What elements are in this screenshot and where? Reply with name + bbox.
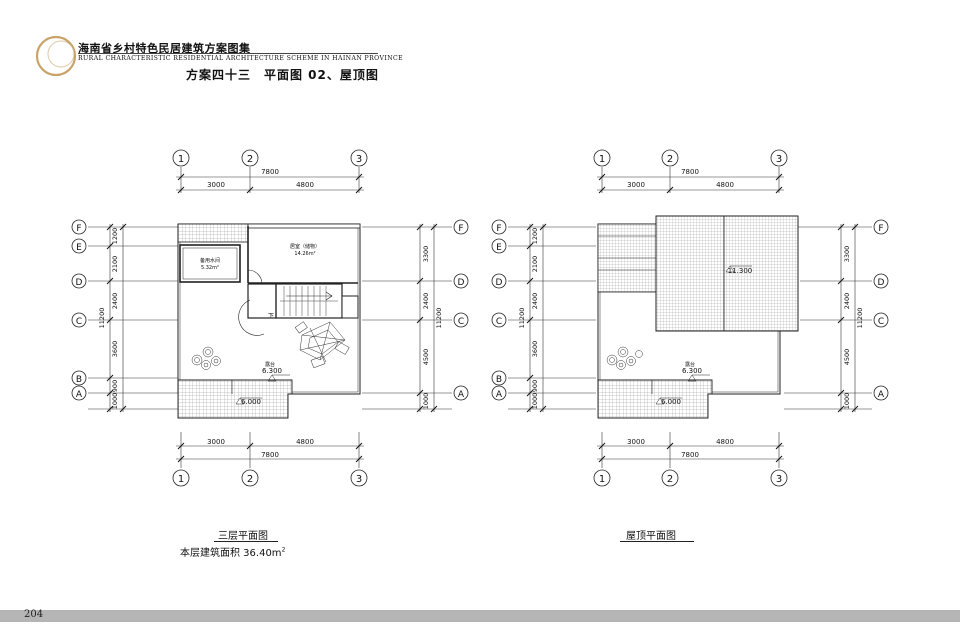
axis-label-row: F [76,224,81,234]
axis-label-col: 2 [667,154,673,165]
dim-left: 2400 [111,293,119,310]
axis-label-col: 2 [247,474,253,485]
axis-label-row: F [458,224,463,234]
axis-label-col: 3 [776,154,782,165]
stair-label: 下 [268,313,274,320]
level-mark: 11.300 [728,267,753,275]
axis-label-row: C [458,317,464,327]
level-mark: 6.000 [661,398,681,406]
dim-total: 7800 [681,451,699,459]
level-mark: 6.300 [682,367,702,375]
dim-part: 3000 [627,438,645,446]
level-mark: 6.000 [241,398,261,406]
axis-label-row: F [496,224,501,234]
series-title: 海南省乡村特色民居建筑方案图集 [78,42,251,55]
dim-left: 1000 [531,393,539,410]
dim-left-total: 11200 [518,308,526,329]
dim-right: 3300 [422,246,430,263]
dim-left-total: 11200 [98,308,106,329]
axis-label-row: D [458,278,465,288]
axis-label-col: 2 [667,474,673,485]
axis-label-row: D [878,278,885,288]
axis-label-col: 3 [356,154,362,165]
axis-label-row: A [878,390,885,400]
axis-label-row: D [496,278,503,288]
caption-underline [214,541,278,542]
caption-underline [620,541,694,542]
room-area: 14.26m² [294,251,315,257]
dim-left: 900 [111,380,119,392]
axis-label-row: A [458,390,465,400]
dim-right: 4500 [422,349,430,366]
axis-label-col: 1 [599,154,605,165]
axis-label-row: C [76,317,82,327]
room-name: 露台 [265,361,275,368]
dim-part: 4800 [296,181,314,189]
axis-label-row: A [76,390,83,400]
dim-right-total: 11200 [435,308,443,329]
dim-right: 1000 [843,393,851,410]
floor-area-unit-sup: 2 [281,546,286,554]
floor-area-value: 本层建筑面积 36.40m [180,548,282,559]
third-floor-caption: 三层平面图 [218,531,268,542]
roof-plan [491,149,889,487]
axis-label-col: 3 [356,474,362,485]
roof-plan-caption: 屋顶平面图 [626,531,676,542]
axis-label-row: F [878,224,883,234]
axis-label-row: E [496,243,502,253]
dim-part: 4800 [716,181,734,189]
dim-right: 1000 [422,393,430,410]
axis-label-row: D [76,278,83,288]
room-name: 露台 [685,361,695,368]
dim-part: 4800 [296,438,314,446]
page-number: 204 [24,609,44,620]
dim-left: 2400 [531,293,539,310]
dim-left: 1200 [531,228,539,245]
axis-label-row: A [496,390,503,400]
axis-label-col: 1 [599,474,605,485]
dim-left: 3600 [111,341,119,358]
dim-left: 2100 [111,256,119,273]
header: 海南省乡村特色民居建筑方案图集 RURAL CHARACTERISTIC RES… [0,0,960,100]
axis-label-row: E [76,243,82,253]
dim-part: 3000 [207,438,225,446]
dim-total: 7800 [681,168,699,176]
dim-right-total: 11200 [856,308,864,329]
room-area: 5.32m² [201,265,219,271]
footer-bar [0,610,960,622]
dim-right: 3300 [843,246,851,263]
dim-part: 4800 [716,438,734,446]
axis-label-col: 2 [247,154,253,165]
dim-left: 900 [531,380,539,392]
axis-label-col: 1 [178,474,184,485]
logo-ring-icon [35,35,77,77]
axis-label-row: B [76,375,82,385]
dim-part: 3000 [627,181,645,189]
dim-right: 2400 [422,293,430,310]
room-name: 备用水间 [200,257,220,264]
level-mark: 6.300 [262,367,282,375]
floor-area-text: 本层建筑面积 36.40m2 [180,544,285,559]
dim-total: 7800 [261,451,279,459]
room-name: 居室（储物） [290,243,320,250]
dim-right: 4500 [843,349,851,366]
dim-left: 1000 [111,393,119,410]
axis-label-col: 1 [178,154,184,165]
dim-right: 2400 [843,293,851,310]
dim-left: 2100 [531,256,539,273]
dim-part: 3000 [207,181,225,189]
axis-label-row: C [496,317,502,327]
axis-label-row: B [496,375,502,385]
scheme-title: 方案四十三 平面图 02、屋顶图 [186,68,379,82]
dim-total: 7800 [261,168,279,176]
series-subtitle: RURAL CHARACTERISTIC RESIDENTIAL ARCHITE… [78,55,404,62]
third-floor-plan: 下 [71,149,469,487]
axis-label-col: 3 [776,474,782,485]
dim-left: 1200 [111,228,119,245]
header-rule [78,53,378,54]
dim-left: 3600 [531,341,539,358]
axis-label-row: C [878,317,884,327]
